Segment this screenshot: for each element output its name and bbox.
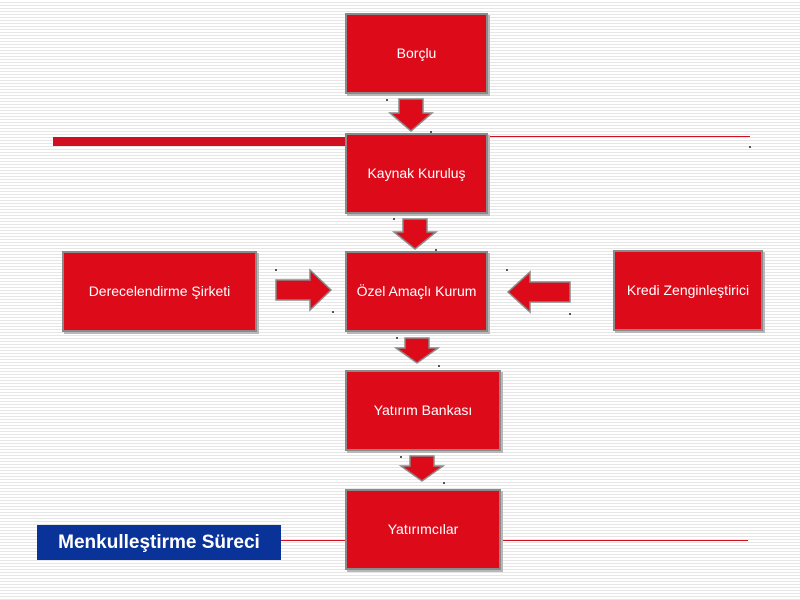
dot-decor: [749, 146, 751, 148]
dot-decor: [435, 249, 437, 251]
dot-decor: [275, 269, 277, 271]
node-derecelendirme-sirketi: Derecelendirme Şirketi: [62, 251, 257, 332]
node-borclu: Borçlu: [345, 13, 488, 94]
arrow-derecelendirme-to-ozel: [275, 268, 333, 312]
accent-line-thin-bottom: [280, 540, 748, 541]
dot-decor: [393, 218, 395, 220]
dot-decor: [396, 337, 398, 339]
node-yatirim-bankasi: Yatırım Bankası: [345, 370, 501, 451]
node-kaynak-kurulus: Kaynak Kuruluş: [345, 133, 488, 214]
accent-bar-thick: [53, 137, 345, 146]
arrow-yatirim-bankasi-to-yatirimcilar: [398, 455, 446, 482]
slide-title: Menkulleştirme Süreci: [37, 525, 281, 560]
node-yatirimcilar: Yatırımcılar: [345, 489, 501, 570]
arrow-kredi-to-ozel: [506, 270, 571, 314]
arrow-kaynak-to-ozel: [391, 218, 439, 250]
node-ozel-amacli-kurum: Özel Amaçlı Kurum: [345, 251, 488, 332]
dot-decor: [386, 99, 388, 101]
dot-decor: [569, 313, 571, 315]
dot-decor: [443, 482, 445, 484]
dot-decor: [506, 269, 508, 271]
node-kredi-zenginlestirici: Kredi Zenginleştirici: [613, 250, 763, 331]
arrow-ozel-to-yatirim-bankasi: [393, 337, 441, 364]
accent-line-thin-top: [345, 136, 750, 137]
dot-decor: [332, 311, 334, 313]
dot-decor: [400, 456, 402, 458]
arrow-borclu-to-kaynak: [387, 98, 435, 132]
dot-decor: [430, 131, 432, 133]
dot-decor: [438, 365, 440, 367]
